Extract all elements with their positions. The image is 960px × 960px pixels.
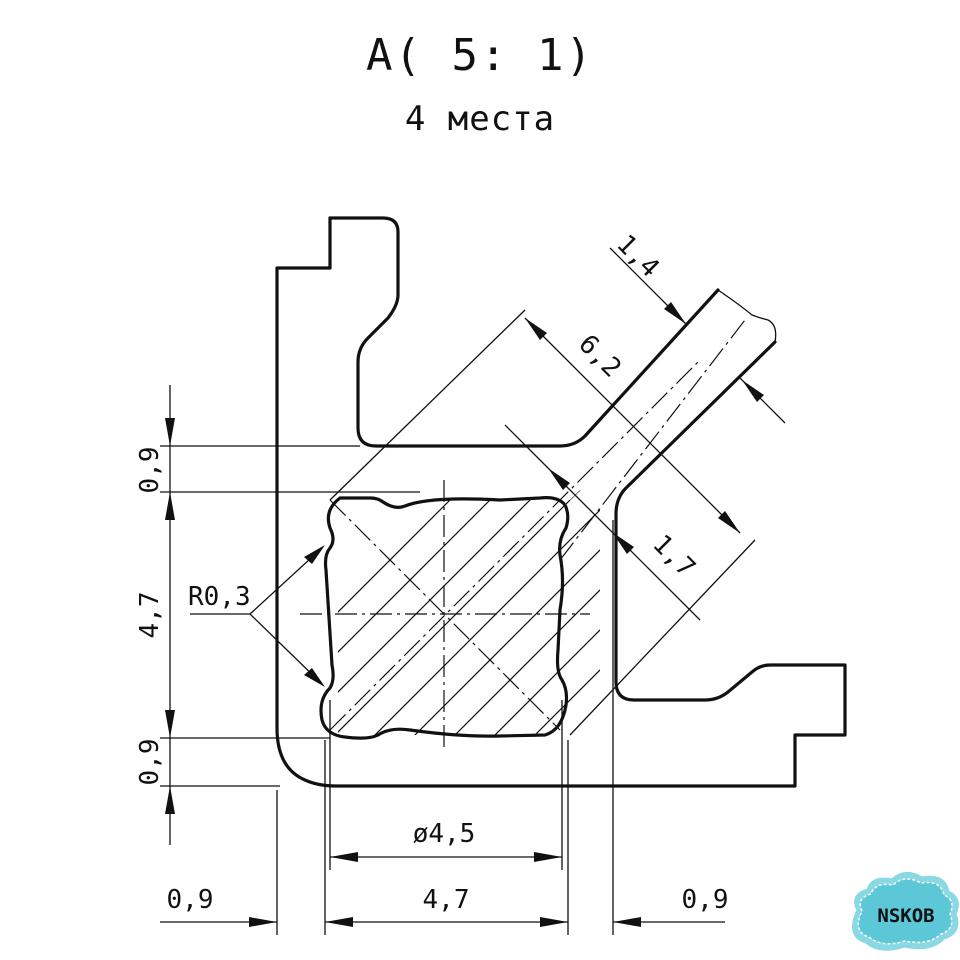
arrow-hole-left xyxy=(330,852,358,862)
watermark-logo: NSKOB xyxy=(852,872,959,951)
dim-bottom-right-gap: 0,9 xyxy=(682,885,729,915)
dim-hole-diameter: ø4,5 xyxy=(413,819,476,849)
rib-center-line xyxy=(559,319,746,561)
arrow-socket-bottom-down xyxy=(165,710,175,738)
dim-left-bottom-gap: 0,9 xyxy=(135,739,165,786)
arrow-offset-2 xyxy=(612,532,634,554)
watermark-text: NSKOB xyxy=(877,905,934,927)
arrow-bottom-right xyxy=(613,917,641,927)
radius-arrow-down xyxy=(304,668,325,687)
arrow-diag-length-1 xyxy=(525,318,547,340)
arrow-rib-2 xyxy=(742,380,764,402)
dim-bottom-left-gap: 0,9 xyxy=(167,885,214,915)
arrow-offset-1 xyxy=(548,468,570,490)
dim-diag-ext-1 xyxy=(329,309,526,501)
dim-left-height: 4,7 xyxy=(135,592,165,639)
dim-left-top-gap: 0,9 xyxy=(135,447,165,494)
profile-top-step xyxy=(275,216,847,788)
dim-line-diag-length xyxy=(524,317,741,534)
socket-contour xyxy=(319,496,570,740)
arrow-top-09-down xyxy=(165,418,175,446)
view-title: A( 5: 1) xyxy=(366,30,594,81)
arrow-bottom-up xyxy=(165,786,175,814)
view-subtitle: 4 места xyxy=(405,99,555,139)
dim-diag-ext-2 xyxy=(569,539,756,736)
center-line-diagonal-2 xyxy=(329,359,701,731)
arrow-hole-right xyxy=(534,852,562,862)
arrow-bottom-middle-left xyxy=(325,917,353,927)
arrow-bottom-left xyxy=(249,917,277,927)
arrow-bottom-middle-right xyxy=(540,917,568,927)
arrow-diag-length-2 xyxy=(718,511,740,533)
dim-offset-ext xyxy=(504,424,546,466)
dim-radius: R0,3 xyxy=(188,582,251,612)
dim-rib-thickness: 1,4 xyxy=(610,229,664,283)
rib-break-line xyxy=(717,289,777,343)
radius-arrow-up xyxy=(304,545,325,564)
arrow-rib-1 xyxy=(664,302,686,324)
center-line-diagonal-1 xyxy=(329,499,561,731)
dim-bottom-width: 4,7 xyxy=(423,885,470,915)
arrow-socket-top-up xyxy=(165,492,175,520)
profile-outer-contour xyxy=(328,216,720,448)
dim-diagonal-length: 6,2 xyxy=(572,329,626,383)
